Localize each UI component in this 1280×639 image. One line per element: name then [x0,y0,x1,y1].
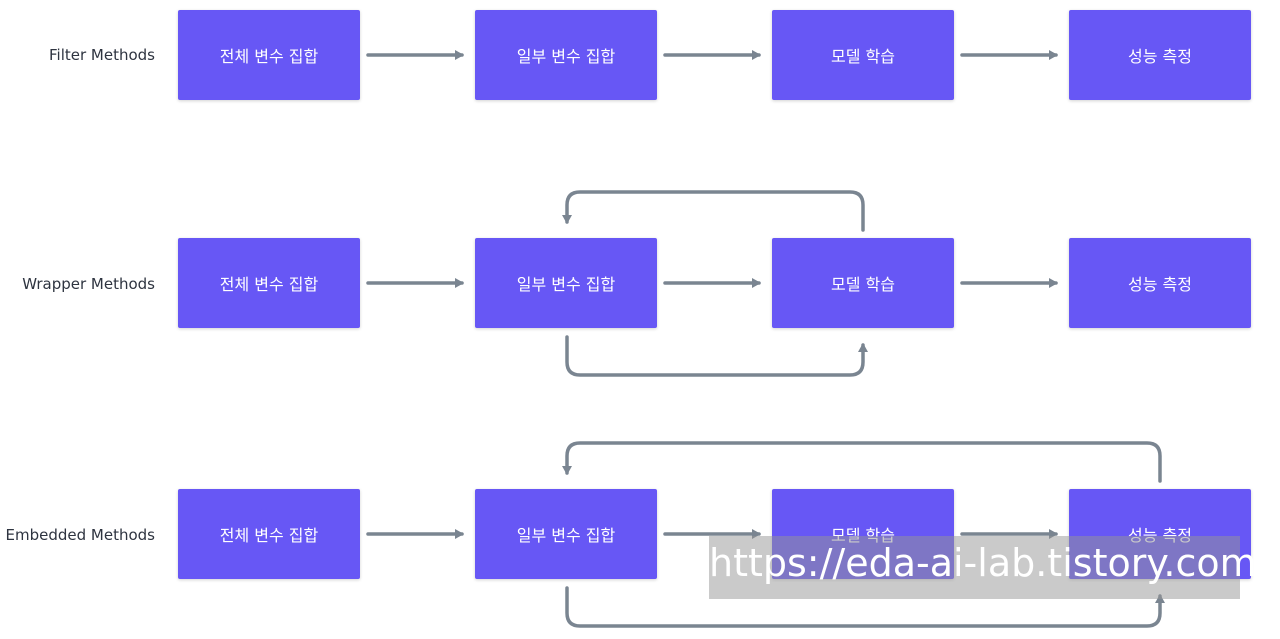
row-label-filter: Filter Methods [49,46,155,64]
box-wrapper-performance: 성능 측정 [1069,238,1251,328]
box-filter-performance: 성능 측정 [1069,10,1251,100]
box-filter-subset: 일부 변수 집합 [475,10,657,100]
box-embedded-full-set: 전체 변수 집합 [178,489,360,579]
box-wrapper-subset: 일부 변수 집합 [475,238,657,328]
box-wrapper-full-set: 전체 변수 집합 [178,238,360,328]
watermark-url: https://eda-ai-lab.tistory.com [709,536,1257,599]
box-filter-full-set: 전체 변수 집합 [178,10,360,100]
box-filter-model-training: 모델 학습 [772,10,954,100]
row-label-embedded: Embedded Methods [5,526,155,544]
loop-wrapper-bottom [565,335,868,377]
loop-embedded-top [562,441,1162,483]
loop-wrapper-top [562,190,865,232]
loop-embedded-bottom [565,586,1165,628]
box-wrapper-model-training: 모델 학습 [772,238,954,328]
row-label-wrapper: Wrapper Methods [22,275,155,293]
box-embedded-subset: 일부 변수 집합 [475,489,657,579]
